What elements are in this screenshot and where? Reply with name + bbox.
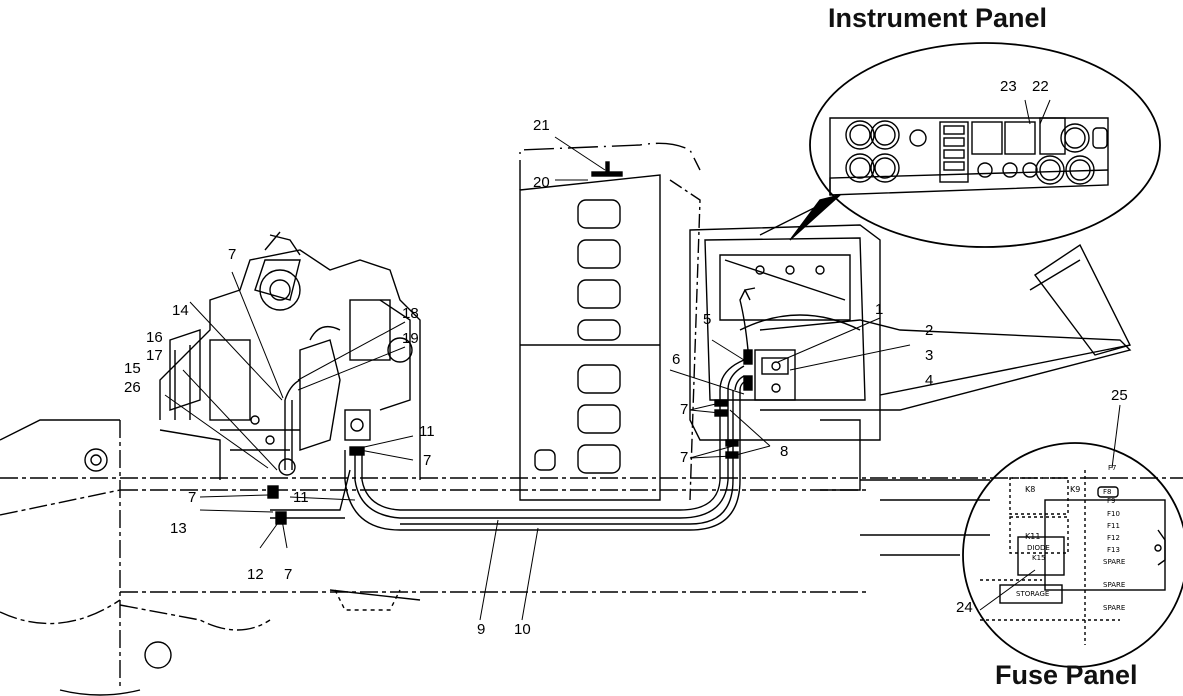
fuse-label-f13: F13 [1107, 546, 1120, 554]
chassis-frame [0, 419, 1183, 696]
panel-housing [689, 224, 1132, 491]
fuse-label-spare-2: SPARE [1103, 581, 1126, 589]
callout-22: 22 [1032, 78, 1049, 95]
callout-16: 16 [146, 329, 163, 346]
callout-11-upper: 11 [419, 423, 435, 440]
callout-18: 18 [402, 305, 419, 322]
fuse-label-f9: F9 [1107, 497, 1116, 505]
fuse-label-k15: K15 [1032, 554, 1046, 562]
callout-5: 5 [703, 311, 712, 328]
callout-20: 20 [533, 174, 550, 191]
callout-6: 6 [672, 351, 681, 368]
instrument-panel-title: Instrument Panel [828, 3, 1048, 33]
callout-7-top: 7 [228, 246, 237, 263]
fuse-label-k9: K9 [1070, 485, 1081, 494]
fuse-label-f11: F11 [1107, 522, 1120, 530]
fuse-label-diode: DIODE [1027, 544, 1050, 552]
part-20-21 [591, 161, 623, 177]
fuse-label-storage: STORAGE [1016, 590, 1050, 598]
callout-1: 1 [875, 301, 884, 318]
callout-25: 25 [1111, 387, 1128, 404]
fuse-label-k8: K8 [1025, 485, 1036, 494]
callout-4: 4 [925, 372, 934, 389]
callout-21: 21 [533, 117, 550, 134]
callout-9: 9 [477, 621, 486, 638]
callout-10: 10 [514, 621, 531, 638]
leader-lines [164, 136, 911, 621]
callout-23: 23 [1000, 78, 1017, 95]
callout-12: 12 [247, 566, 264, 583]
callout-14: 14 [172, 302, 189, 319]
callout-7-harness-upper: 7 [680, 401, 689, 418]
callout-3: 3 [925, 347, 934, 364]
callout-2: 2 [925, 322, 934, 339]
callout-24: 24 [956, 599, 973, 616]
callout-15: 15 [124, 360, 141, 377]
callout-7-harness-lower: 7 [680, 449, 689, 466]
callout-7-bottom: 7 [284, 566, 293, 583]
fuse-label-f10: F10 [1107, 510, 1120, 518]
fuse-label-spare-3: SPARE [1103, 604, 1126, 612]
fuse-label-f12: F12 [1107, 534, 1120, 542]
fuse-panel-detail [962, 404, 1183, 668]
instrument-panel-detail [809, 42, 1161, 248]
callout-7-left: 7 [188, 489, 197, 506]
callout-8: 8 [780, 443, 789, 460]
callout-17: 17 [146, 347, 163, 364]
fuse-label-spare-1: SPARE [1103, 558, 1126, 566]
fuse-label-k11: K11 [1025, 532, 1041, 541]
fuse-label-f7: F7 [1108, 464, 1117, 472]
callout-11-lower: 11 [293, 489, 309, 506]
fuse-label-f8: F8 [1103, 488, 1112, 496]
cab-box [519, 142, 701, 501]
callout-13: 13 [170, 520, 187, 537]
callout-26: 26 [124, 379, 141, 396]
callout-19: 19 [402, 330, 419, 347]
fuse-panel-title: Fuse Panel [995, 660, 1138, 690]
callout-7-engine: 7 [423, 452, 432, 469]
engine-block [159, 231, 421, 480]
relay-block [739, 287, 796, 401]
